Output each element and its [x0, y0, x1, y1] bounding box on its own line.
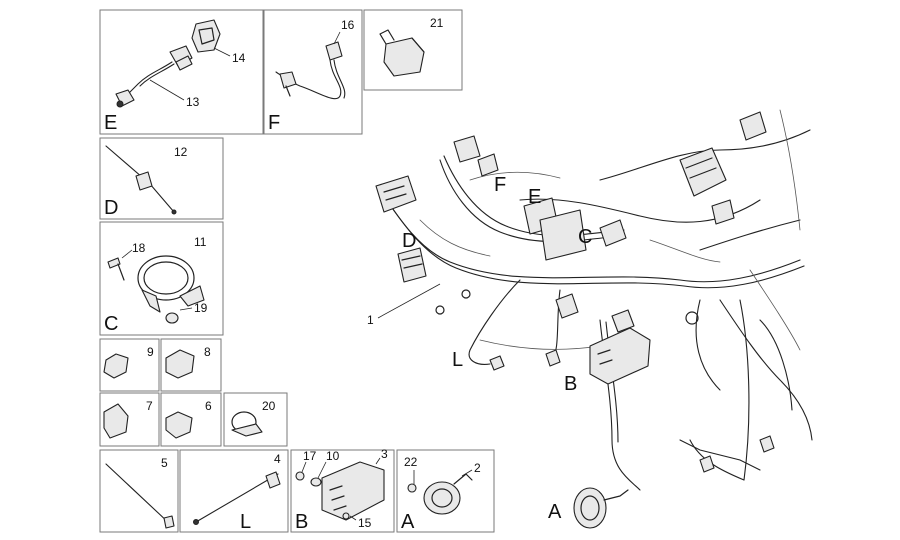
relay-module — [679, 147, 727, 197]
connector-lower — [611, 309, 635, 333]
connection-letter-A: A — [401, 511, 415, 533]
panel-part-16: 16 F — [263, 9, 363, 135]
harness-connection-L: L — [452, 349, 463, 371]
panel-part-5: 5 — [99, 449, 179, 533]
connector-block-d — [397, 247, 427, 283]
connector-f — [453, 135, 481, 163]
part-number-13: 13 — [186, 95, 200, 109]
part-number-22: 22 — [404, 455, 418, 469]
part-number-14: 14 — [232, 51, 246, 65]
connector-multi-pin — [375, 175, 417, 213]
screw-part-15 — [342, 512, 350, 520]
part-number-12: 12 — [174, 145, 188, 159]
part-number-2: 2 — [474, 461, 481, 475]
connection-letter-F: F — [268, 112, 280, 134]
harness-connection-A: A — [548, 501, 562, 523]
clip-part-8 — [165, 349, 195, 379]
control-unit-b — [589, 327, 651, 385]
part-number-21: 21 — [430, 16, 444, 30]
harness-connection-E: E — [528, 186, 541, 208]
connector-right-mid — [711, 199, 735, 225]
panel-part-8: 8 — [160, 338, 222, 392]
cable-tie-anchor-part-12 — [105, 145, 177, 215]
harness-connection-C: C — [578, 226, 592, 248]
connection-letter-L: L — [240, 511, 251, 533]
part-number-3: 3 — [381, 447, 388, 461]
nut-part-19 — [165, 312, 179, 324]
harness-connection-D: D — [402, 230, 416, 252]
horn-a — [573, 487, 629, 529]
clamp-part-20 — [231, 411, 263, 437]
panel-parts-2-22: 22 2 A — [396, 449, 495, 533]
connector-right-upper — [739, 111, 767, 141]
screw-part-17 — [295, 471, 305, 481]
part-number-1: 1 — [367, 313, 374, 327]
part-number-19: 19 — [194, 301, 208, 315]
washer-part-10 — [310, 477, 322, 487]
part-number-15: 15 — [358, 516, 372, 530]
panel-part-20: 20 — [223, 392, 288, 447]
connector-grommet-part-14 — [191, 19, 221, 53]
panel-part-4: 4 L — [179, 449, 289, 533]
panel-part-9: 9 — [99, 338, 160, 392]
connector-mid — [555, 293, 579, 319]
clip-part-7 — [103, 403, 129, 439]
panel-part-21: 21 — [363, 9, 463, 91]
panel-part-12: 12 D — [99, 137, 224, 220]
part-number-18: 18 — [132, 241, 146, 255]
clip-part-6 — [165, 411, 193, 439]
part-number-9: 9 — [147, 345, 154, 359]
relay-bracket-part-21 — [379, 29, 425, 77]
connector-top-left — [477, 153, 499, 177]
part-number-20: 20 — [262, 399, 276, 413]
panel-parts-13-14: 14 13 E — [99, 9, 264, 135]
connection-letter-C: C — [104, 313, 118, 335]
panel-part-7: 7 — [99, 392, 160, 447]
main-wiring-harness-part-1 — [375, 109, 813, 529]
clamp-ring-part-11 — [137, 255, 205, 313]
part-number-11: 11 — [194, 235, 207, 249]
connection-letter-E: E — [104, 112, 117, 134]
part-number-5: 5 — [161, 456, 168, 470]
part-number-10: 10 — [326, 449, 340, 463]
harness-connection-F: F — [494, 174, 506, 196]
wiring-lead-part-13 — [115, 45, 193, 108]
panel-parts-3-10-15-17: 17 10 3 15 B — [290, 447, 395, 533]
part-number-4: 4 — [274, 452, 281, 466]
panel-part-6: 6 — [160, 392, 222, 447]
connection-letter-B: B — [295, 511, 308, 533]
cable-tie-part-4 — [193, 471, 281, 525]
part-number-16: 16 — [341, 18, 355, 32]
part-number-6: 6 — [205, 399, 212, 413]
panel-parts-11-18-19: 18 11 19 C — [99, 221, 224, 336]
fuse-box — [539, 209, 587, 261]
control-unit-part-3 — [321, 461, 385, 521]
screw-part-22 — [407, 483, 417, 493]
connector-c — [599, 219, 627, 247]
part-number-7: 7 — [146, 399, 153, 413]
bolt-part-18 — [107, 257, 125, 281]
part-number-8: 8 — [204, 345, 211, 359]
part-number-17: 17 — [303, 449, 317, 463]
clip-part-9 — [103, 353, 129, 379]
cable-tie-part-5 — [105, 463, 175, 529]
sensor-lead-part-16 — [275, 41, 346, 100]
harness-connection-B: B — [564, 373, 577, 395]
connection-letter-D: D — [104, 197, 118, 219]
